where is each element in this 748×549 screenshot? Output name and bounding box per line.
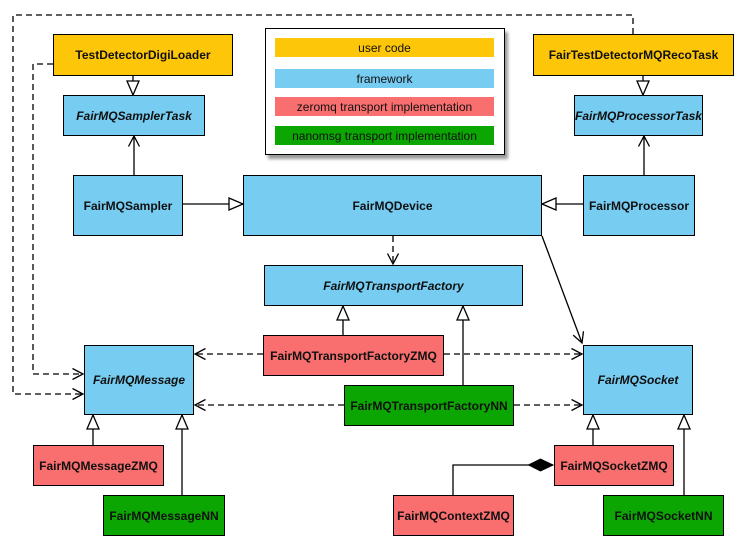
legend-item-nanomsg: nanomsg transport implementation [275, 126, 494, 145]
node-fairmqmessagezmq: FairMQMessageZMQ [33, 445, 164, 486]
legend-item-framework: framework [275, 69, 494, 88]
node-fairmqsocket: FairMQSocket [583, 345, 693, 415]
node-fairmqsocketzmq: FairMQSocketZMQ [554, 445, 674, 486]
legend-item-zeromq: zeromq transport implementation [275, 97, 494, 116]
legend: user code framework zeromq transport imp… [265, 28, 505, 155]
node-fairmqtransportfactorynn: FairMQTransportFactoryNN [344, 385, 514, 426]
node-fairmqcontextzmq: FairMQContextZMQ [393, 495, 514, 536]
node-fairmqtransportfactoryzmq: FairMQTransportFactoryZMQ [263, 335, 444, 376]
node-testdetectordigiloader: TestDetectorDigiLoader [53, 34, 233, 76]
node-fairmqmessage: FairMQMessage [84, 345, 194, 415]
legend-item-user-code: user code [275, 38, 494, 57]
node-fairmqprocessor: FairMQProcessor [583, 175, 695, 236]
node-fairmqprocessortask: FairMQProcessorTask [574, 95, 703, 136]
edge-device-uses-socket [541, 235, 585, 345]
node-fairmqtransportfactory: FairMQTransportFactory [264, 265, 523, 306]
node-fairmqsamplertask: FairMQSamplerTask [63, 95, 205, 136]
node-fairmqmessagenn: FairMQMessageNN [103, 495, 225, 536]
node-fairmqdevice: FairMQDevice [243, 175, 542, 236]
node-fairmqsampler: FairMQSampler [73, 175, 183, 236]
node-fairmqsocketnn: FairMQSocketNN [603, 495, 724, 536]
edge-contextzmq-composition-socketzmq [452, 465, 553, 495]
node-fairtestdetectormqrecotask: FairTestDetectorMQRecoTask [533, 34, 734, 76]
